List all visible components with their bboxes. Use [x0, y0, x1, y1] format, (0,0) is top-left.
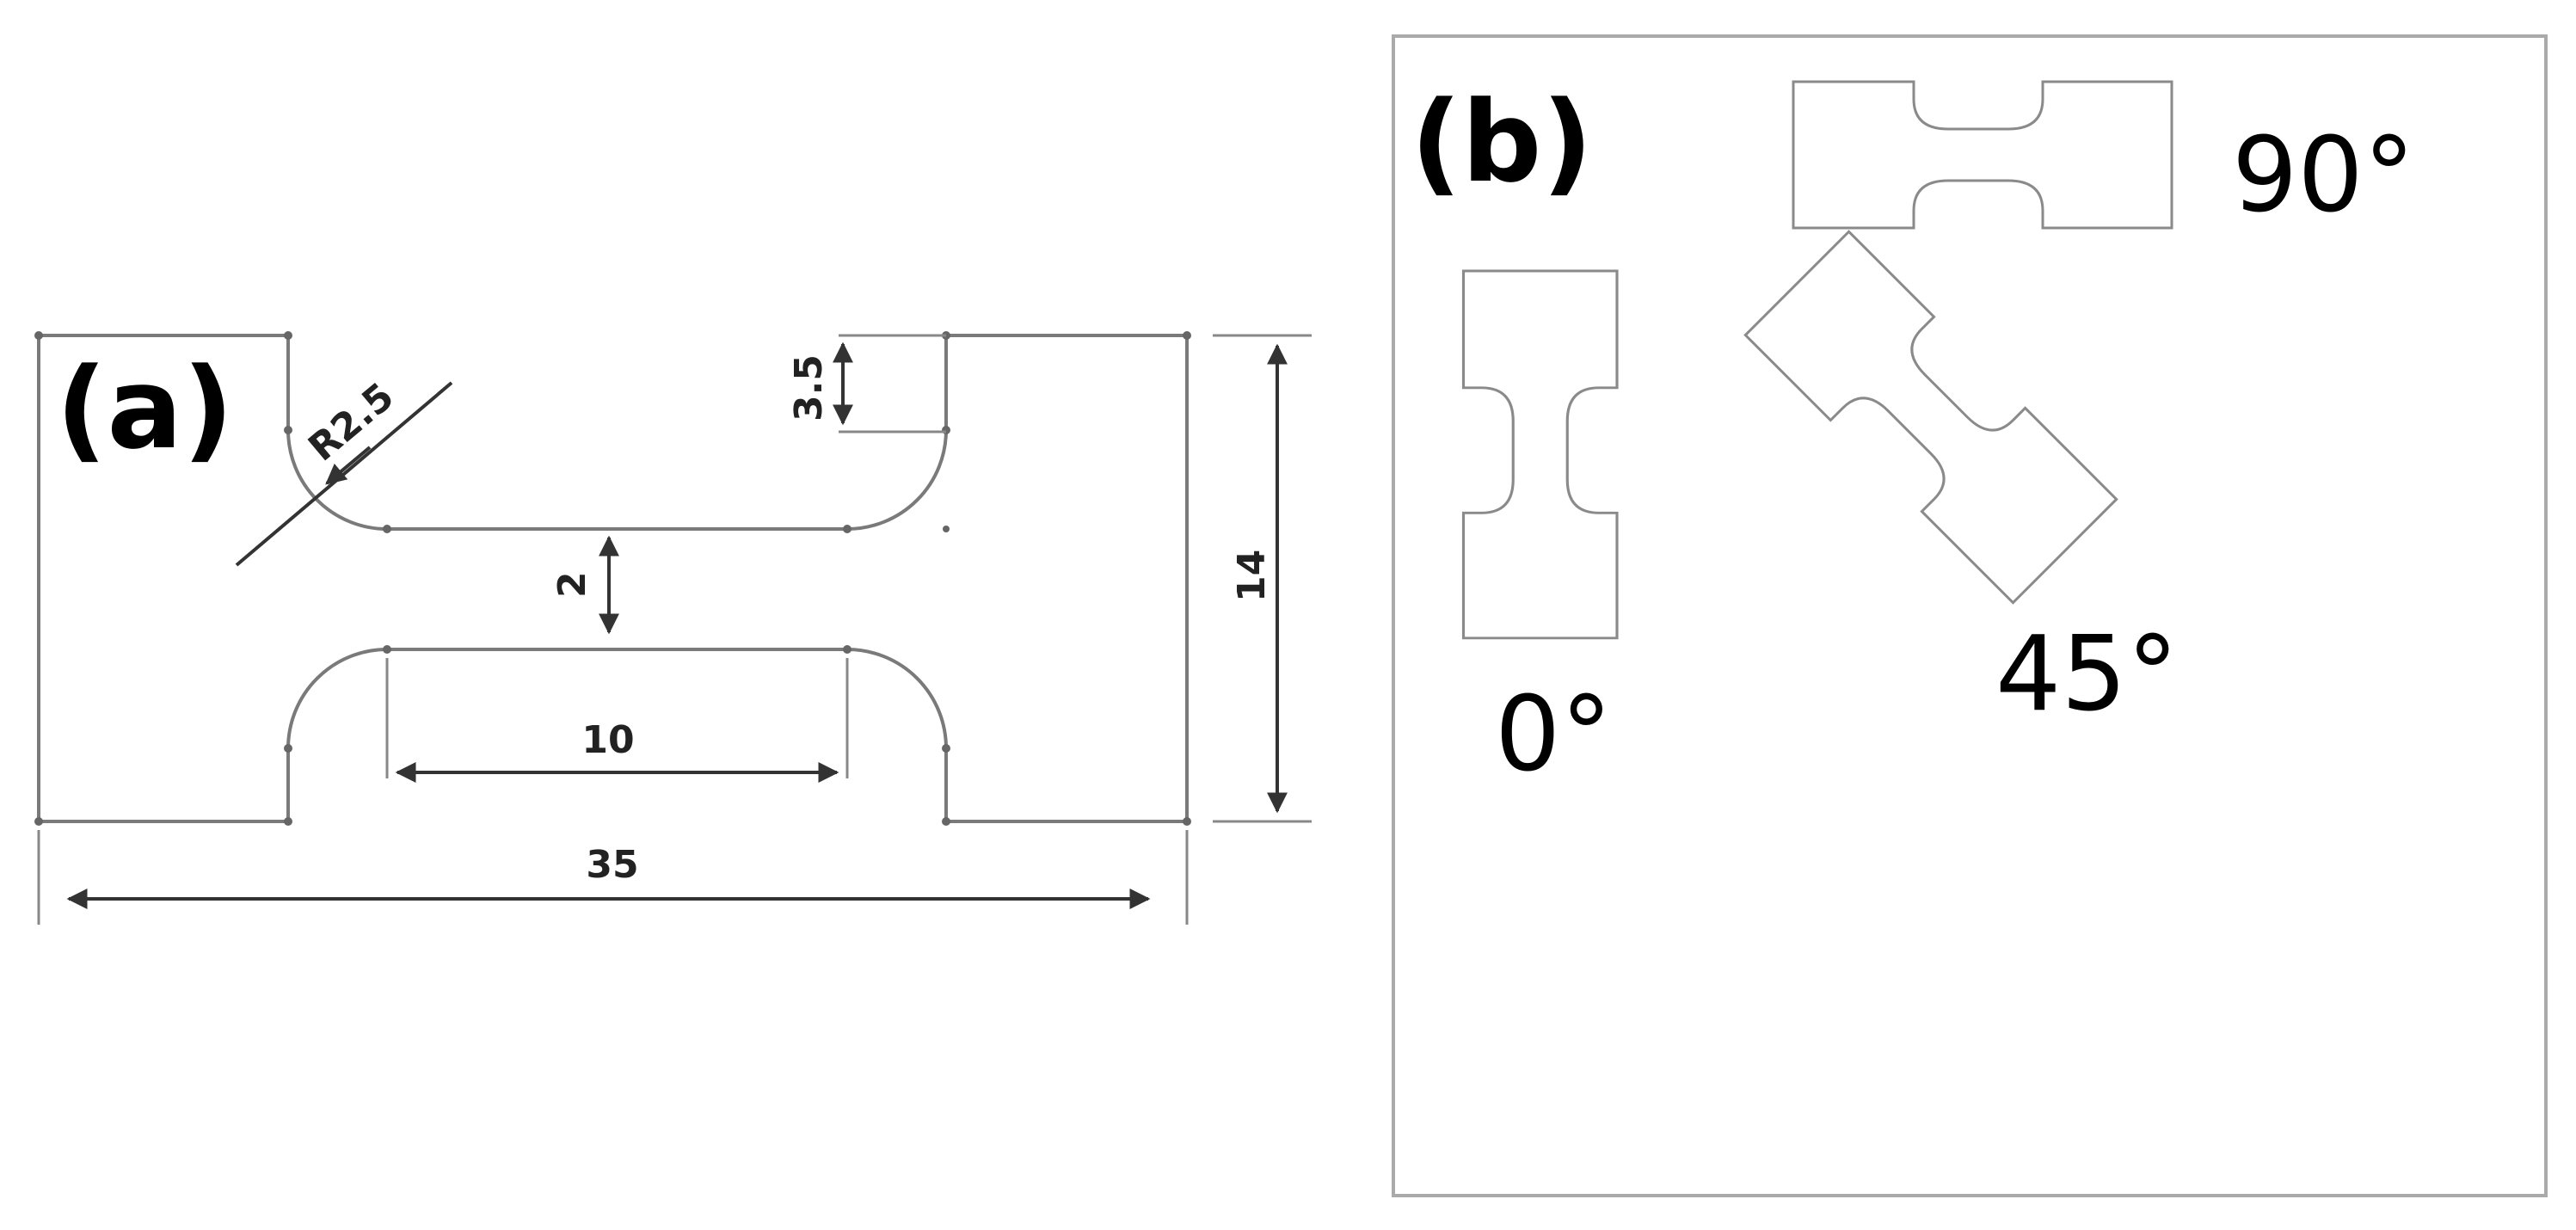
- panel-b: (b) 90° 0° 45°: [1392, 34, 2548, 1197]
- overall-height-label: 14: [1230, 550, 1274, 602]
- overall-length-dimension: 35: [37, 830, 1189, 925]
- overall-length-label: 35: [586, 843, 638, 887]
- specimen-0: [1461, 269, 1619, 640]
- specimen-45: [1743, 230, 2118, 605]
- vertex-markers: [34, 331, 1191, 826]
- orientation-90-label: 90°: [2232, 116, 2415, 236]
- shoulder-depth-dimension: 3.5: [787, 334, 946, 434]
- gauge-width-dimension: 2: [550, 535, 619, 635]
- orientation-0-label: 0°: [1495, 675, 1612, 795]
- radius-dimension: R2.5: [235, 374, 453, 567]
- specimen-90: [1792, 80, 2173, 230]
- panel-b-frame: [1392, 34, 2548, 1197]
- panel-b-label: (b): [1411, 77, 1593, 207]
- gauge-length-label: 10: [581, 718, 634, 762]
- panel-a: (a) R2.5: [34, 331, 1312, 925]
- gauge-length-dimension: 10: [385, 658, 849, 783]
- panel-a-label: (a): [56, 343, 234, 474]
- radius-label: R2.5: [300, 374, 402, 470]
- shoulder-depth-label: 3.5: [787, 354, 831, 421]
- overall-height-dimension: 14: [1213, 334, 1312, 823]
- gauge-width-label: 2: [550, 571, 594, 598]
- orientation-45-label: 45°: [1995, 615, 2179, 735]
